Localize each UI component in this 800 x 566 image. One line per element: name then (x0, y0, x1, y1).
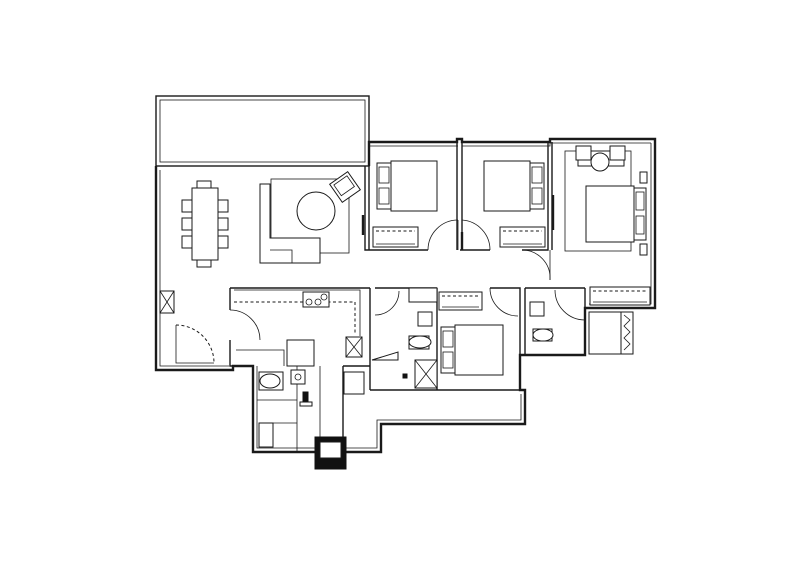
coffee-table (296, 191, 336, 231)
windows (361, 195, 555, 250)
bedroom-4 (438, 287, 519, 376)
bed (454, 324, 504, 376)
interior-walls (229, 142, 586, 452)
living-set (259, 170, 362, 264)
balcony (155, 95, 370, 167)
bed (390, 160, 438, 212)
dining-set (181, 180, 229, 268)
fridge (286, 339, 315, 367)
master-bath (529, 286, 651, 355)
kitchen (229, 289, 365, 452)
dining-table (191, 187, 219, 261)
master-bedroom (521, 145, 648, 281)
bathtub (588, 311, 622, 355)
bed (483, 160, 531, 212)
bed (585, 185, 635, 243)
wardrobe (499, 226, 546, 248)
entrance (159, 290, 215, 364)
sofa (259, 183, 321, 264)
armchair (328, 170, 362, 204)
wardrobe (372, 226, 419, 248)
bathroom-1 (371, 287, 438, 389)
bedroom-1 (372, 160, 459, 251)
bedroom-2 (461, 160, 546, 251)
utility (257, 369, 347, 470)
